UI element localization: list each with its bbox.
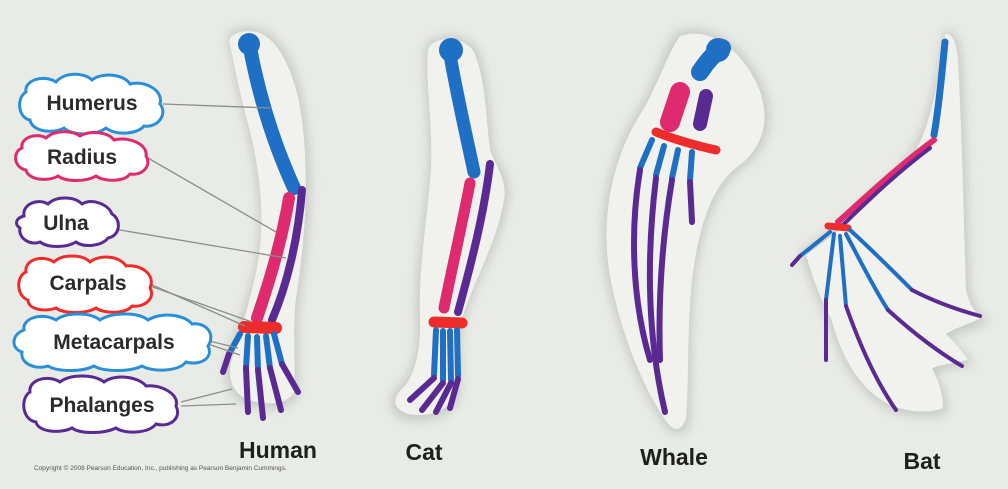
caption-bat: Bat (903, 448, 940, 474)
whale-humerus-head (706, 38, 730, 62)
label-metacarpals: Metacarpals (14, 314, 211, 371)
label-carpals: Carpals (19, 256, 152, 313)
label-ulna-text: Ulna (43, 212, 89, 235)
human-carpals (244, 327, 276, 328)
label-humerus-text: Humerus (46, 92, 137, 115)
label-humerus: Humerus (20, 74, 163, 134)
whale-radius (670, 92, 680, 122)
label-metacarpals-text: Metacarpals (53, 331, 174, 354)
caption-human: Human (239, 437, 317, 463)
bat-carpals (828, 226, 848, 228)
cat-carpals (434, 322, 462, 323)
label-radius: Radius (16, 132, 148, 181)
label-carpals-text: Carpals (49, 272, 126, 295)
label-ulna: Ulna (17, 198, 119, 247)
whale-ulna (700, 96, 706, 124)
label-phalanges-text: Phalanges (49, 394, 154, 417)
human-humerus-head (238, 33, 260, 55)
caption-cat: Cat (405, 439, 442, 465)
label-radius-text: Radius (47, 146, 117, 169)
cat-humerus-head (439, 38, 463, 62)
label-phalanges: Phalanges (24, 376, 178, 433)
copyright-line: Copyright © 2008 Pearson Education, Inc.… (34, 464, 287, 472)
caption-whale: Whale (640, 444, 708, 470)
